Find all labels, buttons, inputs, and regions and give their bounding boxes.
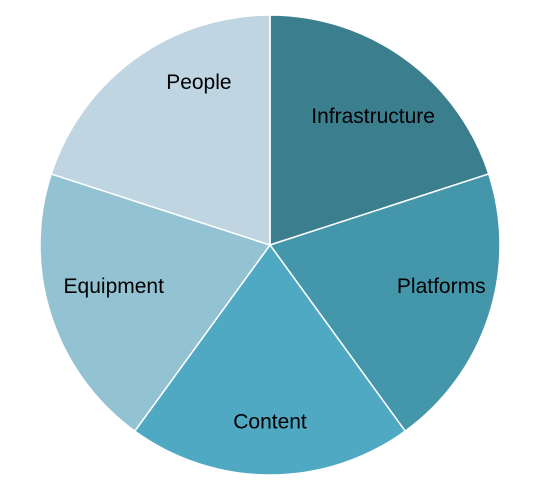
pie-slice-infrastructure (269, 14, 490, 247)
pie-slices (39, 14, 501, 476)
pie-slice-content (133, 243, 407, 476)
pie-label-platforms: Platforms (397, 275, 486, 298)
pie-label-equipment: Equipment (64, 275, 165, 298)
pie-slice-equipment (39, 172, 272, 433)
pie-slice-platforms (268, 172, 501, 433)
pie-label-content: Content (233, 411, 307, 434)
pie-label-infrastructure: Infrastructure (311, 105, 435, 128)
pie-slice-people (50, 14, 271, 247)
pie-label-people: People (166, 71, 231, 94)
